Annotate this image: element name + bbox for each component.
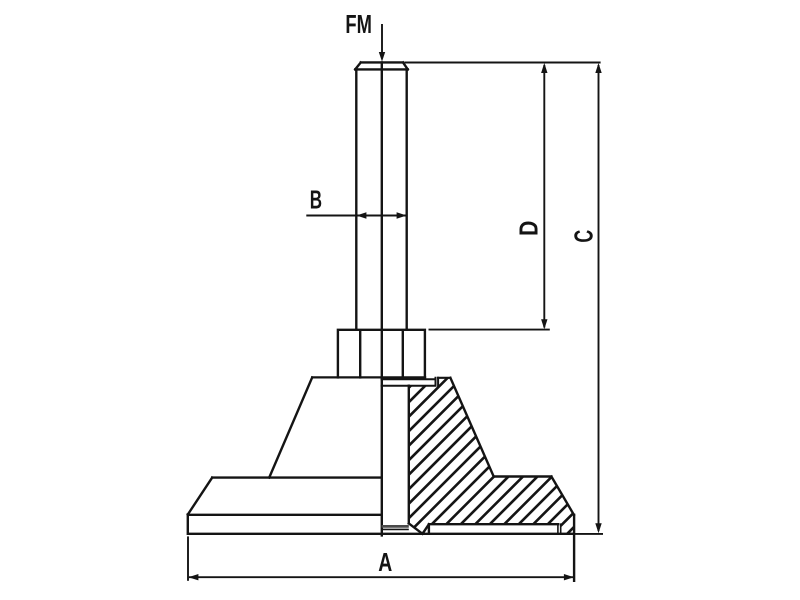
svg-text:FM: FM	[345, 11, 372, 39]
svg-text:C: C	[570, 230, 598, 243]
svg-text:D: D	[515, 221, 543, 236]
svg-text:A: A	[378, 549, 392, 577]
svg-text:B: B	[310, 187, 322, 215]
